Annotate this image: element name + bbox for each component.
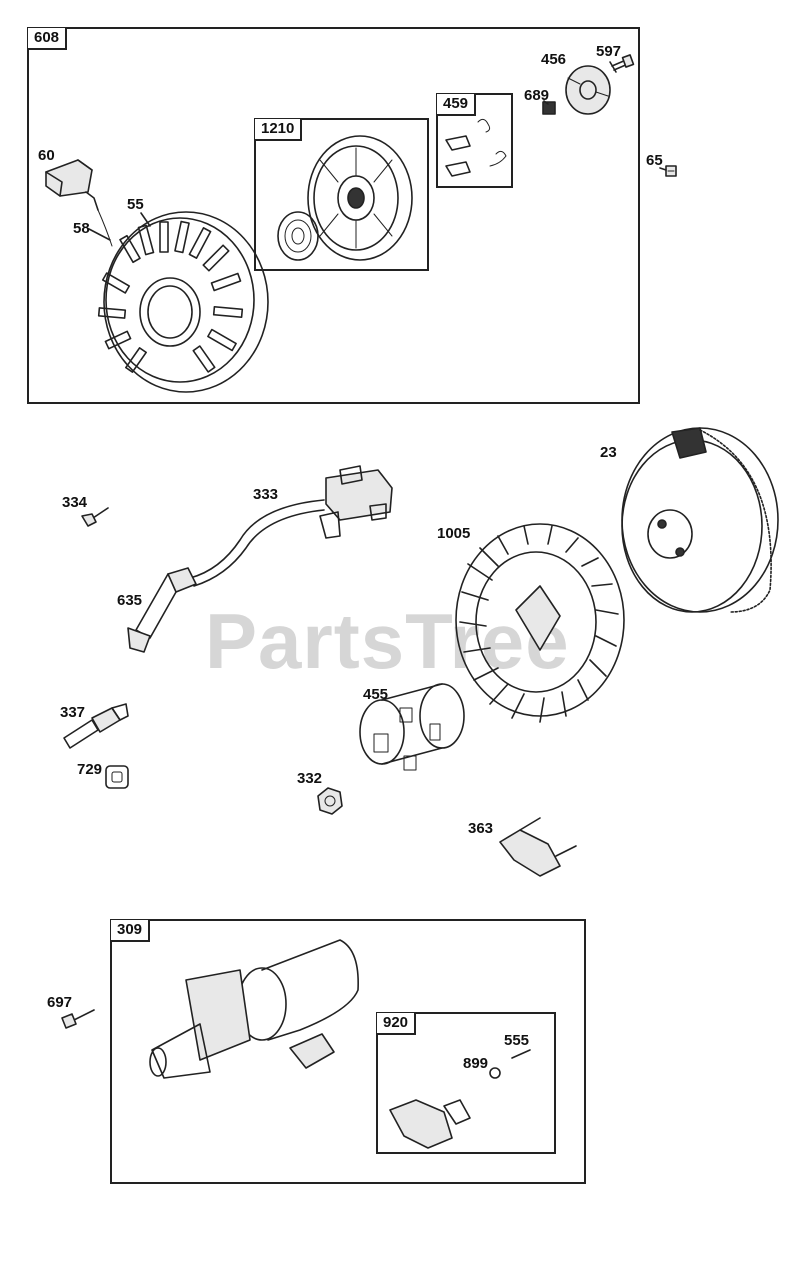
- part-899-washer: [489, 1067, 501, 1079]
- group-box-1210: 1210: [254, 118, 429, 271]
- group-label-459: 459: [437, 94, 477, 116]
- part-23-flywheel: [621, 427, 779, 613]
- callout-58[interactable]: 58: [73, 220, 90, 237]
- callout-689[interactable]: 689: [524, 87, 550, 104]
- part-332-nut: [317, 787, 343, 815]
- callout-60[interactable]: 60: [38, 147, 55, 164]
- callout-337[interactable]: 337: [60, 704, 86, 721]
- group-label-920: 920: [377, 1013, 417, 1035]
- part-334-bolt: [81, 507, 109, 527]
- part-456-cup: [565, 65, 611, 115]
- group-box-920: 920: [376, 1012, 556, 1154]
- callout-597[interactable]: 597: [596, 43, 622, 60]
- group-box-608: 608: [27, 27, 640, 404]
- part-337-spark-plug: [63, 703, 129, 749]
- part-1005-fan: [455, 523, 625, 723]
- callout-333[interactable]: 333: [253, 486, 279, 503]
- callout-899[interactable]: 899: [463, 1055, 489, 1072]
- callout-65[interactable]: 65: [646, 152, 663, 169]
- callout-1005[interactable]: 1005: [437, 525, 471, 542]
- part-309-starter-motor: [149, 939, 359, 1079]
- part-697-bolt: [61, 1009, 95, 1029]
- part-1210-pulley: [307, 135, 413, 261]
- callout-455[interactable]: 455: [363, 686, 389, 703]
- group-box-459: 459: [436, 93, 513, 188]
- callout-729[interactable]: 729: [77, 761, 103, 778]
- part-597-screw: [609, 54, 635, 73]
- callout-55[interactable]: 55: [127, 196, 144, 213]
- part-363-brake: [499, 817, 577, 877]
- part-55-recoil-housing: [97, 211, 269, 393]
- callout-456[interactable]: 456: [541, 51, 567, 68]
- part-555-screw: [511, 1049, 531, 1059]
- part-65-screw: [665, 165, 677, 177]
- leader-lines: [88, 100, 667, 241]
- part-920-solenoid: [389, 1099, 471, 1149]
- part-455-cup: [359, 683, 465, 771]
- callout-332[interactable]: 332: [297, 770, 323, 787]
- callout-334[interactable]: 334: [62, 494, 88, 511]
- callout-23[interactable]: 23: [600, 444, 617, 461]
- watermark: PartsTree: [205, 597, 570, 685]
- group-label-1210: 1210: [255, 119, 303, 141]
- group-label-608: 608: [28, 28, 68, 50]
- part-635-boot: [127, 567, 197, 653]
- callout-635[interactable]: 635: [117, 592, 143, 609]
- callout-697[interactable]: 697: [47, 994, 73, 1011]
- part-459-pawls: [445, 118, 507, 177]
- group-label-309: 309: [111, 920, 151, 942]
- part-729-gasket: [105, 765, 129, 789]
- part-60-starter-handle: [45, 159, 99, 211]
- callout-363[interactable]: 363: [468, 820, 494, 837]
- callout-555[interactable]: 555: [504, 1032, 530, 1049]
- part-689-spring: [542, 101, 556, 115]
- part-1210-spring: [277, 211, 319, 261]
- part-58-rope: [97, 209, 113, 247]
- group-box-309: 309: [110, 919, 586, 1184]
- part-333-ignition-coil: [189, 465, 393, 587]
